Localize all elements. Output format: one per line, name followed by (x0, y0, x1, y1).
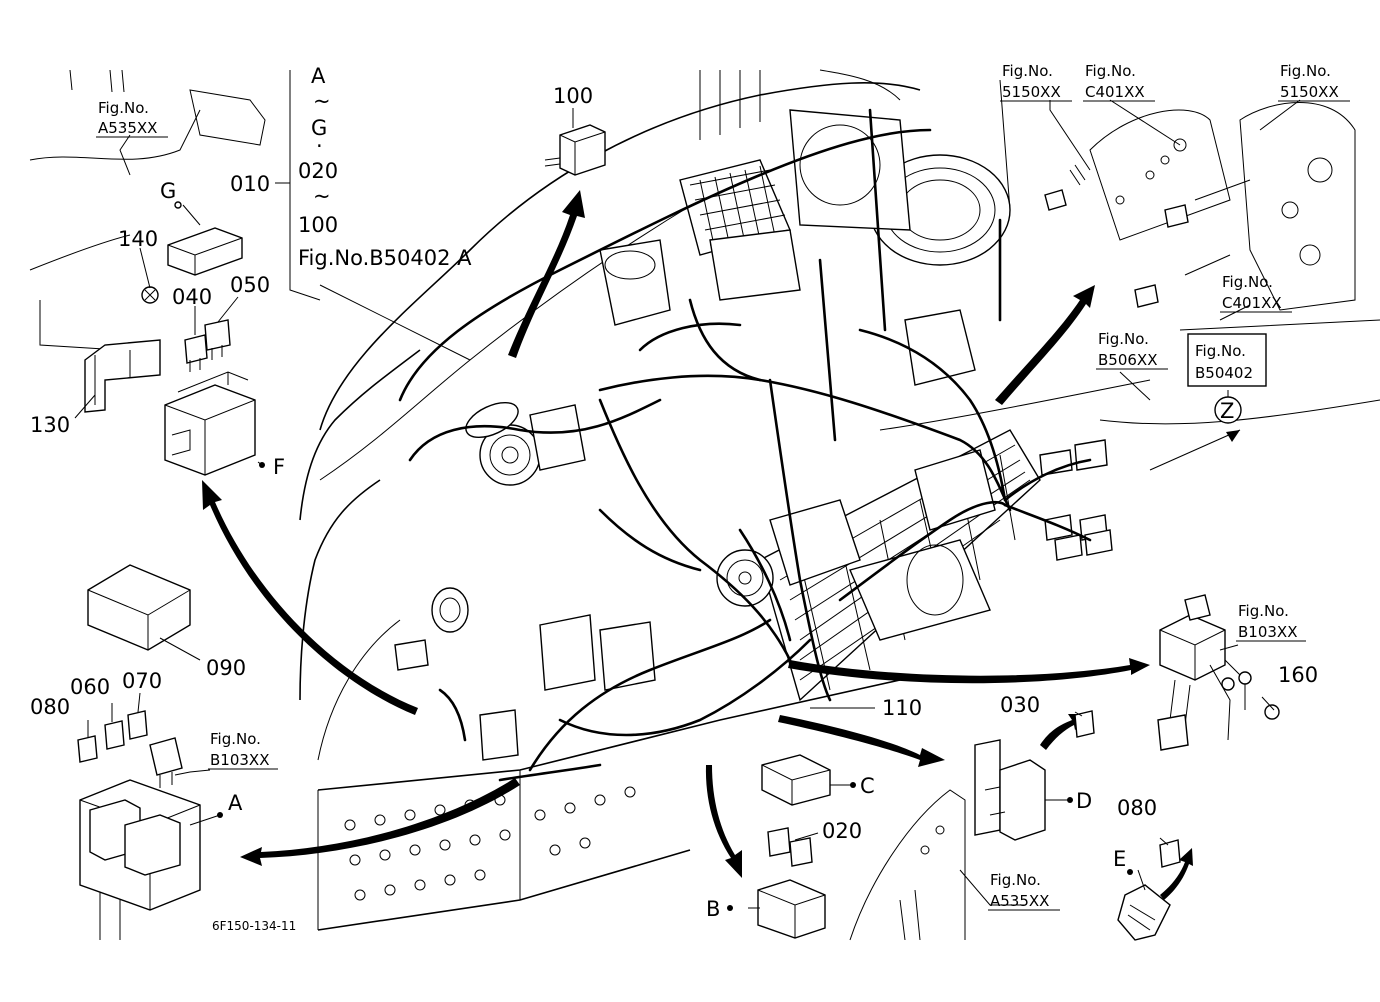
fig-ref-b506: Fig.No. B506XX (1096, 330, 1168, 370)
fig-references: Fig.No. A535XX Fig.No. B103XX Fig.No. 51… (96, 62, 1350, 911)
range-block: A ~ G · 020 ~ 100 010 Fig.No.B50402 A (230, 64, 472, 270)
part-040-fuse (184, 334, 208, 372)
base-plate-holes (344, 786, 636, 901)
part-090-cover (87, 564, 191, 651)
svg-text:Fig.No.: Fig.No. (1280, 62, 1331, 80)
svg-text:Fig.No.: Fig.No. (1002, 62, 1053, 80)
range-line-tilde-1: ~ (313, 89, 331, 113)
svg-text:Fig.No.: Fig.No. (1098, 330, 1149, 348)
fig-ref-b103-right: Fig.No. B103XX (1236, 602, 1306, 642)
part-030-fuse (1074, 710, 1095, 738)
part-g-module (167, 227, 243, 276)
svg-text:B506XX: B506XX (1098, 351, 1157, 369)
part-e-connector (1117, 884, 1171, 941)
part-number-020: 020 (822, 819, 862, 843)
part-number-050: 050 (230, 273, 270, 297)
letter-d: D (1076, 789, 1092, 813)
fig-ref-a535-bottom: Fig.No. A535XX (988, 871, 1060, 911)
part-140-bolt (141, 286, 159, 304)
leader-lines (74, 70, 1301, 909)
part-number-070: 070 (122, 669, 162, 693)
fig-ref-5150-b: Fig.No. 5150XX (1278, 62, 1350, 102)
part-050-fuse (204, 319, 231, 360)
part-160-relay-assembly (1157, 594, 1280, 751)
fig-ref-a535-top: Fig.No. A535XX (96, 99, 168, 138)
part-d-relay-bracket (974, 739, 1046, 841)
part-number-040: 040 (172, 285, 212, 309)
part-a-relay-box (79, 779, 201, 911)
letter-labels: G F A C B D E Z (160, 179, 1242, 921)
svg-text:Fig.No.: Fig.No. (1238, 602, 1289, 620)
part-020-fuse-a (767, 827, 791, 857)
svg-text:Fig.No.: Fig.No. (1195, 342, 1246, 360)
part-number-060: 060 (70, 675, 110, 699)
part-070-fuse (127, 710, 148, 740)
svg-text:Fig.No.: Fig.No. (210, 730, 261, 748)
part-relay-b103 (149, 737, 183, 788)
svg-text:Fig.No.: Fig.No. (990, 871, 1041, 889)
letter-b: B (706, 897, 720, 921)
part-number-080-left: 080 (30, 695, 70, 719)
letter-g: G (160, 179, 176, 203)
fig-ref-b103-left: Fig.No. B103XX (208, 730, 278, 770)
range-fig-ref: Fig.No.B50402 A (298, 246, 472, 270)
svg-text:B103XX: B103XX (210, 751, 269, 769)
range-line-a: A (311, 64, 326, 88)
svg-text:B103XX: B103XX (1238, 623, 1297, 641)
svg-text:C401XX: C401XX (1085, 83, 1145, 101)
letter-f: F (273, 455, 285, 479)
svg-text:B50402: B50402 (1195, 364, 1253, 382)
part-c-cover (761, 754, 831, 806)
part-080-fuse-right (1159, 839, 1181, 868)
fig-ref-5150-a: Fig.No. 5150XX (1000, 62, 1072, 102)
letter-z-circle (1214, 396, 1242, 424)
svg-text:Fig.No.: Fig.No. (1085, 62, 1136, 80)
part-number-090: 090 (206, 656, 246, 680)
svg-text:A535XX: A535XX (990, 892, 1049, 910)
svg-text:C401XX: C401XX (1222, 294, 1282, 312)
range-line-g: G (311, 116, 327, 140)
part-number-030: 030 (1000, 693, 1040, 717)
range-line-020: 020 (298, 159, 338, 183)
part-number-160: 160 (1278, 663, 1318, 687)
letter-c: C (860, 774, 875, 798)
part-number-labels: 100 140 040 050 130 090 080 060 070 110 … (30, 84, 1318, 843)
part-f-holder (164, 371, 256, 476)
part-060-fuse (104, 720, 125, 750)
svg-text:Fig.No.: Fig.No. (1222, 273, 1273, 291)
svg-text:Fig.No.: Fig.No. (98, 99, 149, 117)
svg-text:5150XX: 5150XX (1002, 83, 1061, 101)
range-line-dot: · (316, 134, 323, 158)
letter-z: Z (1220, 399, 1234, 423)
fig-ref-c401-a: Fig.No. C401XX (1083, 62, 1155, 102)
part-number-010: 010 (230, 172, 270, 196)
letter-e: E (1113, 847, 1126, 871)
part-020-fuse-b (789, 837, 813, 867)
part-number-080-right: 080 (1117, 796, 1157, 820)
letter-a: A (228, 791, 243, 815)
drawing-code: 6F150-134-11 (212, 919, 296, 933)
svg-text:5150XX: 5150XX (1280, 83, 1339, 101)
range-line-100: 100 (298, 213, 338, 237)
part-130-bracket (84, 339, 161, 413)
part-080-fuse-left (77, 735, 98, 763)
part-number-130: 130 (30, 413, 70, 437)
engine-assembly (394, 102, 1356, 761)
part-number-110: 110 (882, 696, 922, 720)
part-number-140: 140 (118, 227, 158, 251)
part-number-100: 100 (553, 84, 593, 108)
part-100-connector (544, 124, 606, 176)
part-b-holder (757, 879, 826, 939)
fig-ref-b50402: Fig.No. B50402 (1187, 333, 1267, 387)
range-line-tilde-2: ~ (313, 184, 331, 208)
fig-ref-c401-b: Fig.No. C401XX (1220, 273, 1292, 313)
svg-text:A535XX: A535XX (98, 119, 157, 137)
